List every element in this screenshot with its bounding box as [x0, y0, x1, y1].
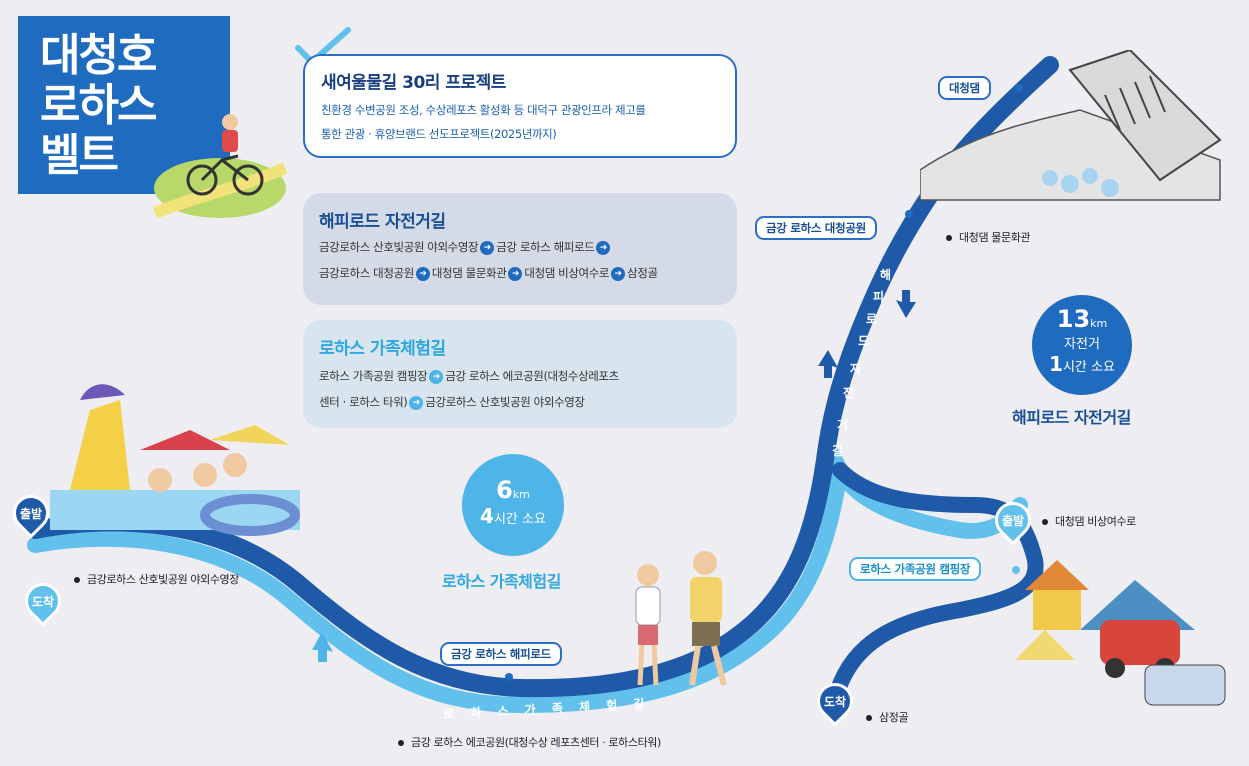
step-eco-park: 금강 로하스 에코공원(대청수상레포츠: [445, 369, 619, 383]
arrow-right-icon: ➜: [415, 266, 430, 281]
bullet-icon: [946, 235, 952, 241]
label-eco-park: 금강 로하스 에코공원(대청수상 레포츠센터 · 로하스타워): [398, 734, 661, 750]
dot-happy-road: [505, 673, 513, 681]
arrow-right-icon: ➜: [611, 266, 626, 281]
title-line-3: 벨트: [40, 130, 119, 181]
step-daecheong-park: 금강로하스 대청공원: [319, 266, 414, 280]
bullet-icon: [398, 740, 404, 746]
arrow-right-icon: ➜: [429, 369, 444, 384]
pin-end-left-label: 도착: [31, 595, 55, 609]
family-route-light: [27, 443, 1028, 714]
route-char-4: 드: [858, 334, 870, 348]
title-line-1: 대청호: [40, 30, 157, 81]
dot-daecheong-park: [905, 210, 913, 218]
bike-mode: 자전거: [1064, 337, 1100, 352]
title-block: 대청호 로하스 벨트: [18, 16, 230, 194]
arrow-right-icon: ➜: [596, 240, 611, 255]
family-distance: 6km: [496, 476, 530, 504]
bullet-icon: [1042, 519, 1048, 525]
project-desc-2: 통한 관광 · 휴양브랜드 선도프로젝트(2025년까지): [321, 127, 557, 141]
bike-duration: 1시간 소요: [1049, 352, 1115, 376]
bullet-icon: [866, 715, 872, 721]
dot-family-camp: [1012, 566, 1020, 574]
route-arrow-down: [896, 290, 916, 318]
bike-route-lower: [827, 462, 1044, 708]
label-happy-road: 금강 로하스 해피로드: [440, 642, 562, 666]
label-spillway: 대청댐 비상여수로: [1042, 513, 1136, 529]
pool-illustration: [50, 384, 300, 536]
dot-dam: [1015, 84, 1023, 92]
route-char-8: 길: [832, 444, 844, 458]
happy-road-steps-1: 금강로하스 산호빛공원 야외수영장➜금강 로하스 해피로드➜: [319, 239, 612, 255]
route-char-3: 로: [866, 312, 878, 326]
dam-illustration: [920, 50, 1222, 201]
project-panel: 새여울물길 30리 프로젝트 친환경 수변공원 조성, 수상레포츠 활성화 등 …: [303, 54, 737, 158]
bullet-icon: [74, 577, 80, 583]
family-route-dark: [26, 56, 1059, 698]
pin-start-right-label: 출발: [1001, 514, 1025, 528]
bike-distance: 13km: [1056, 305, 1108, 333]
route-char-1: 해: [880, 268, 892, 282]
bike-route-title: 해피로드 자전거길: [1012, 408, 1131, 427]
pin-start-left-label: 출발: [19, 507, 43, 521]
family-stats-circle: 6km 4시간 소요: [462, 454, 564, 556]
arrow-right-icon: ➜: [480, 240, 495, 255]
arrow-right-icon: ➜: [409, 395, 424, 410]
happy-road-title: 해피로드 자전거길: [319, 212, 446, 232]
step-happy-road: 금강 로하스 해피로드: [496, 240, 595, 254]
happy-road-panel: 해피로드 자전거길 금강로하스 산호빛공원 야외수영장➜금강 로하스 해피로드➜…: [303, 193, 737, 305]
step-family-camp: 로하스 가족공원 캠핑장: [319, 369, 428, 383]
happy-road-steps-2: 금강로하스 대청공원➜대청댐 물문화관➜대청댐 비상여수로➜삼정골: [319, 265, 658, 281]
project-desc-1: 친환경 수변공원 조성, 수상레포츠 활성화 등 대덕구 관광인프라 제고를: [321, 103, 646, 117]
label-pool: 금강로하스 산호빛공원 야외수영장: [74, 571, 239, 587]
step-eco-park-cont: 센터 · 로하스 타워): [319, 395, 408, 409]
step-pool-2: 금강로하스 산호빛공원 야외수영장: [425, 395, 585, 409]
camping-illustration: [1015, 560, 1226, 706]
step-spillway: 대청댐 비상여수로: [524, 266, 610, 280]
arrow-right-icon: ➜: [508, 266, 523, 281]
route-char-6: 전: [843, 386, 855, 400]
family-duration: 4시간 소요: [480, 504, 546, 528]
route-arrow-up: [312, 632, 333, 662]
label-dam: 대청댐: [938, 76, 991, 100]
label-daecheong-park: 금강 로하스 대청공원: [755, 216, 877, 240]
family-road-panel: 로하스 가족체험길 로하스 가족공원 캠핑장➜금강 로하스 에코공원(대청수상레…: [303, 320, 737, 428]
label-family-camp: 로하스 가족공원 캠핑장: [849, 557, 982, 581]
pin-end-right-label: 도착: [823, 695, 847, 709]
family-road-steps-1: 로하스 가족공원 캠핑장➜금강 로하스 에코공원(대청수상레포츠: [319, 368, 619, 384]
family-road-title: 로하스 가족체험길: [319, 339, 446, 359]
route-char-7: 거: [837, 418, 849, 432]
route-char-5: 자: [850, 362, 862, 376]
family-route-title: 로하스 가족체험길: [442, 572, 561, 591]
route-arrow-up-2: [818, 350, 838, 378]
cyclist-illustration: [152, 114, 288, 219]
step-samjeong: 삼정골: [627, 266, 658, 280]
label-samjeong: 삼정골: [866, 709, 909, 725]
family-road-steps-2: 센터 · 로하스 타워)➜금강로하스 산호빛공원 야외수영장: [319, 394, 585, 410]
step-water-museum: 대청댐 물문화관: [431, 266, 507, 280]
bike-stats-circle: 13km 자전거 1시간 소요: [1032, 295, 1132, 395]
route-char-2: 피: [873, 290, 885, 304]
project-title: 새여울물길 30리 프로젝트: [321, 73, 506, 93]
step-pool: 금강로하스 산호빛공원 야외수영장: [319, 240, 479, 254]
label-water-museum: 대청댐 물문화관: [946, 229, 1031, 245]
title-line-2: 로하스: [40, 80, 157, 131]
walkers-illustration: [635, 551, 727, 686]
